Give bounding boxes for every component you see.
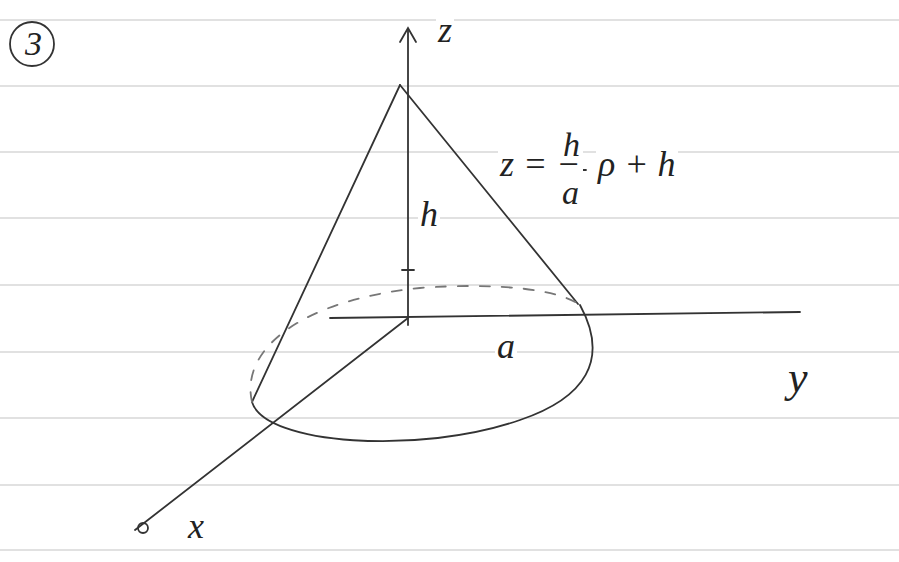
z-axis (407, 30, 409, 325)
x-axis (135, 318, 408, 530)
y-axis (330, 312, 800, 318)
axis-label: y (786, 356, 810, 400)
figure-number: 3 (23, 27, 44, 61)
equation-part: ρ + h (596, 146, 678, 182)
radius-label: a (495, 328, 517, 364)
ruled-lines (0, 20, 899, 550)
height-label: h (418, 196, 440, 232)
equation-numerator: h (561, 128, 582, 162)
axis-end-mark (138, 523, 148, 533)
tick (402, 269, 414, 271)
equation-denominator: a (560, 176, 581, 210)
cone-side (400, 85, 578, 304)
axis-label: x (186, 508, 206, 544)
number-circle (10, 22, 54, 66)
cone-side (252, 85, 400, 402)
axis-arrow (400, 28, 416, 42)
cone-base-back (250, 286, 580, 402)
cone-base-front (252, 305, 593, 441)
axis-label: z (436, 12, 454, 48)
